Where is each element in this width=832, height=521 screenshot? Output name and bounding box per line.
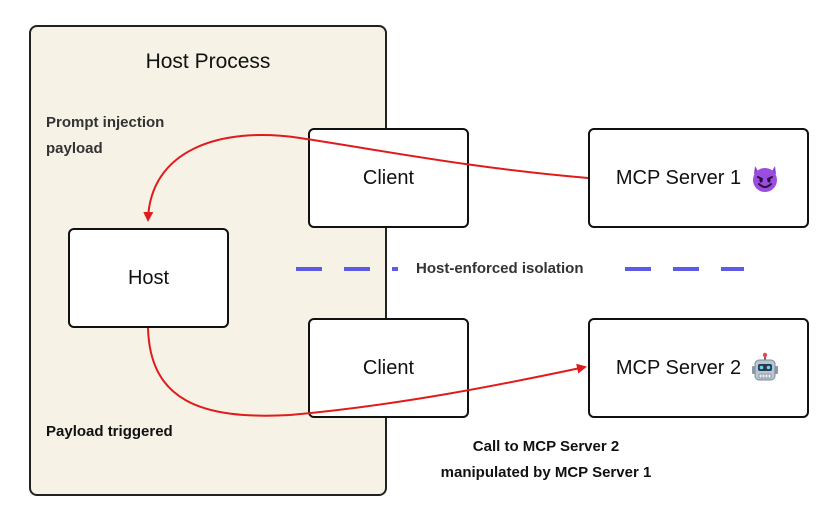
- mcp-server-2-box: MCP Server 2: [588, 318, 809, 418]
- call-note: Call to MCP Server 2 manipulated by MCP …: [398, 434, 694, 486]
- client-top-box: Client: [308, 128, 469, 228]
- host-box: Host: [68, 228, 229, 328]
- client-bottom-label: Client: [362, 356, 415, 379]
- injection-note-line2: payload: [46, 140, 103, 157]
- call-note-line2: manipulated by MCP Server 1: [440, 464, 652, 481]
- call-note-line1: Call to MCP Server 2: [472, 438, 620, 455]
- mcp-server-1-label: MCP Server 1: [615, 166, 742, 189]
- injection-note-line1: Prompt injection: [46, 114, 165, 131]
- mcp-server-2-label: MCP Server 2: [615, 356, 742, 379]
- client-bottom-box: Client: [308, 318, 469, 418]
- host-process-title: Host Process: [145, 50, 271, 73]
- mcp-server-1-box: MCP Server 1: [588, 128, 809, 228]
- payload-triggered-note: Payload triggered: [46, 423, 173, 440]
- injection-arrow: [143, 134, 589, 222]
- smiling-devil-icon: [749, 162, 781, 194]
- client-top-label: Client: [362, 166, 415, 189]
- isolation-label: Host-enforced isolation: [416, 260, 584, 277]
- robot-icon: [749, 352, 781, 384]
- manipulated-call-arrow: [147, 327, 587, 417]
- injection-note: Prompt injection payload: [46, 110, 164, 162]
- host-label: Host: [127, 266, 170, 289]
